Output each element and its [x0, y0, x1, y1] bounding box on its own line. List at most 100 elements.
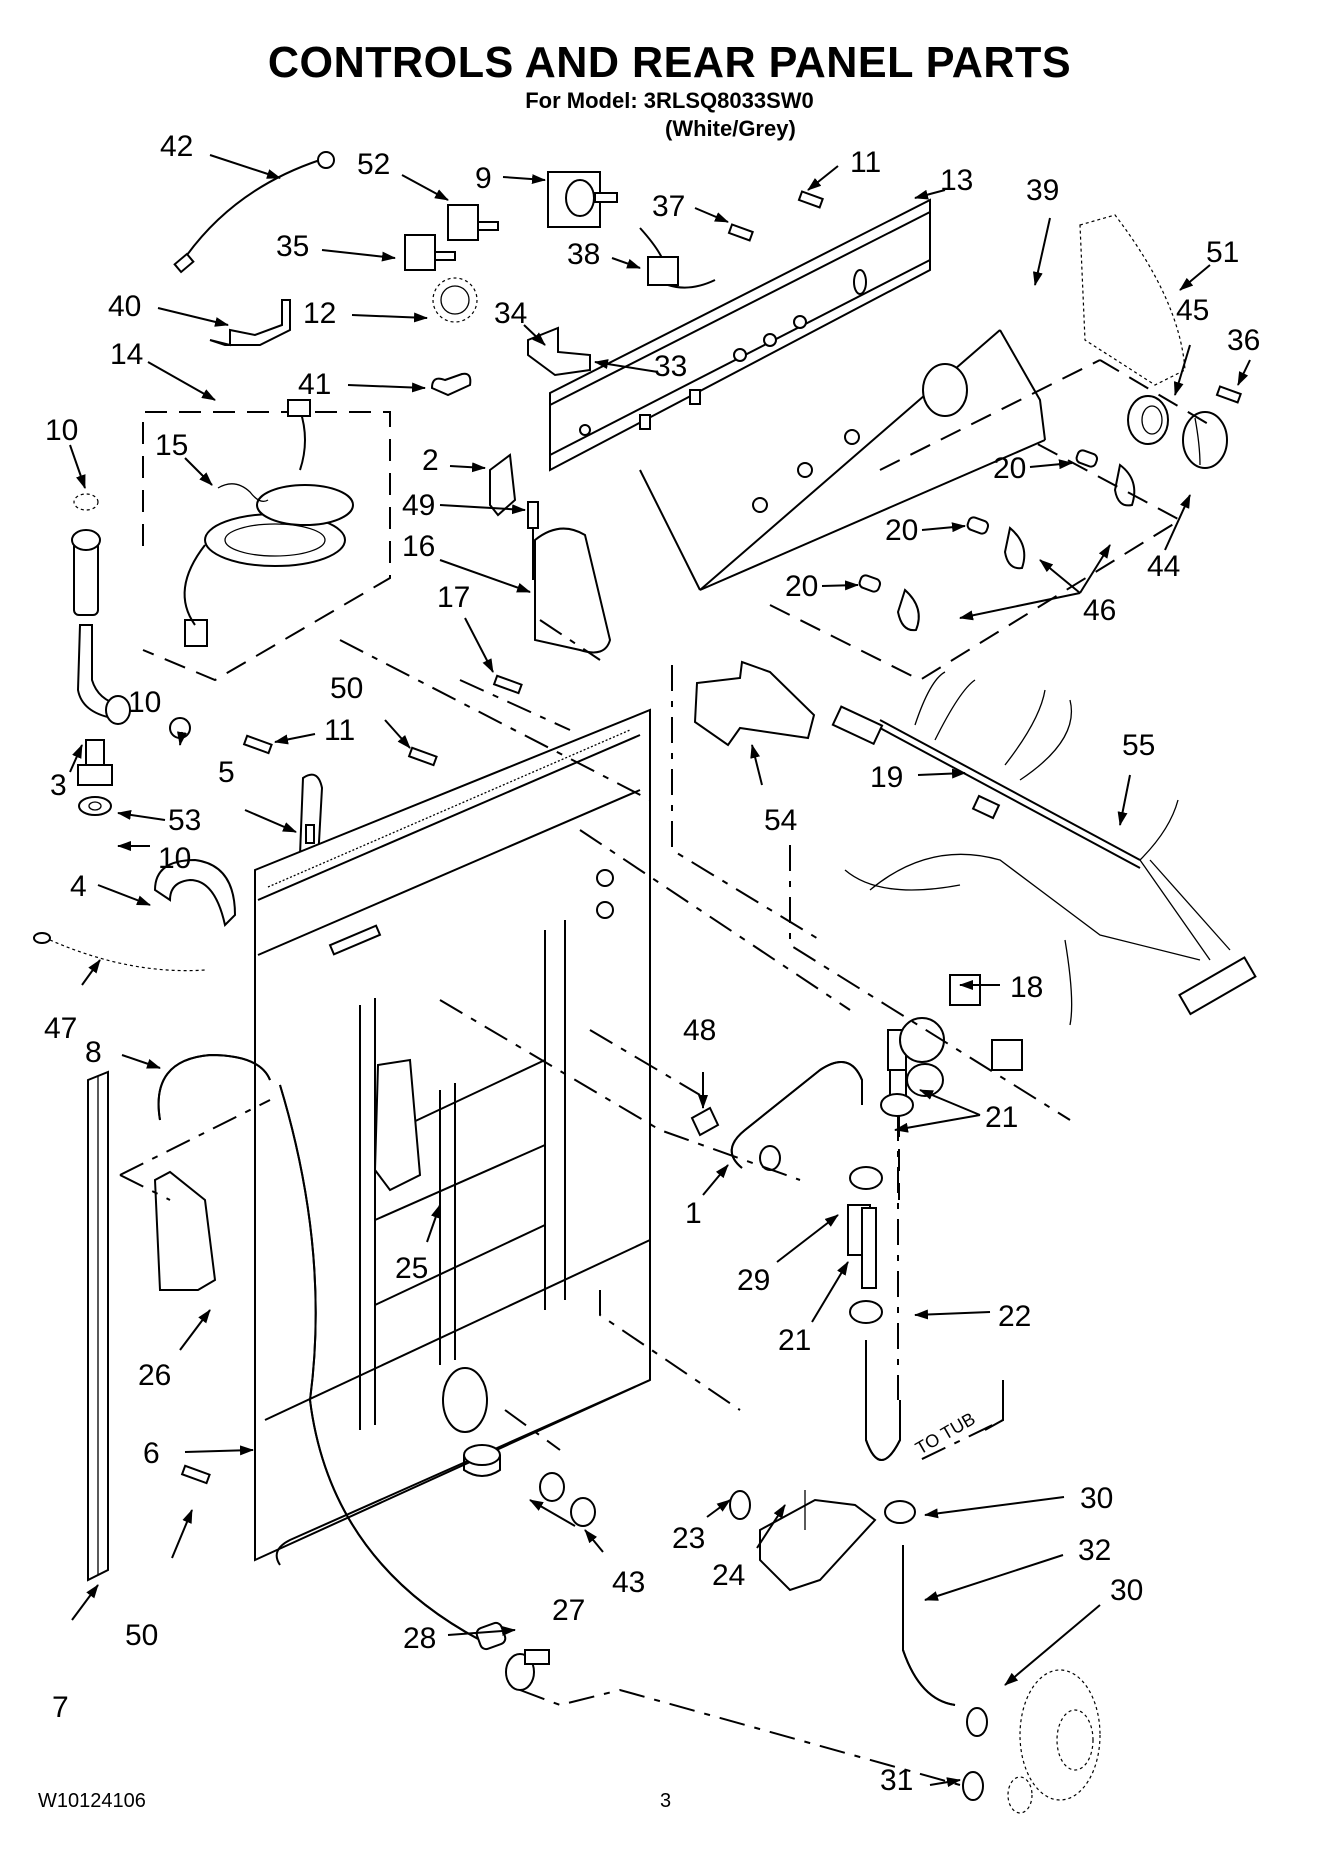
drain-hose-part — [157, 1053, 507, 1651]
callout-3: 3 — [50, 769, 67, 802]
clamp-21c-part — [849, 1300, 883, 1324]
model-line: For Model: 3RLSQ8033SW0 — [525, 88, 814, 113]
callout-11-mid: 11 — [324, 714, 355, 747]
callout-37: 37 — [652, 190, 685, 223]
callout-labels: 42 52 9 11 13 39 37 38 35 51 40 12 34 45… — [44, 130, 1260, 1797]
callout-54: 54 — [764, 804, 797, 837]
clamp-21b-part — [849, 1166, 883, 1190]
power-cord-part — [183, 399, 354, 647]
callout-11: 11 — [850, 146, 881, 179]
callout-35: 35 — [276, 230, 309, 263]
callout-20-mid: 20 — [885, 514, 918, 547]
bracket-34-part — [527, 326, 591, 377]
hose-guide-part — [153, 858, 237, 927]
callout-31: 31 — [880, 1764, 913, 1797]
callout-7: 7 — [52, 1691, 69, 1724]
bolt-53-part — [77, 739, 113, 786]
callout-1: 1 — [685, 1197, 702, 1230]
callout-55: 55 — [1122, 729, 1155, 762]
callout-53: 53 — [168, 804, 201, 837]
callout-30-bottom: 30 — [1110, 1574, 1143, 1607]
callout-5: 5 — [218, 756, 235, 789]
callout-49: 49 — [402, 489, 435, 522]
callout-6: 6 — [143, 1437, 160, 1470]
callout-45: 45 — [1176, 294, 1209, 327]
screw-17-part — [492, 674, 523, 695]
callout-43: 43 — [612, 1566, 645, 1599]
knob-screw-part — [1215, 385, 1242, 404]
clamp-23-part — [729, 1490, 751, 1520]
callout-47: 47 — [44, 1012, 77, 1045]
callout-10-low: 10 — [158, 842, 191, 875]
valve-29-part — [847, 1204, 877, 1289]
screw-50a-part — [407, 746, 438, 767]
callout-2: 2 — [422, 444, 439, 477]
clamp-30a-part — [884, 1500, 916, 1524]
hose-32-part — [902, 1545, 956, 1706]
callout-48: 48 — [683, 1014, 716, 1047]
callout-34: 34 — [494, 297, 527, 330]
ground-wire-part — [173, 151, 335, 274]
callout-50-bottom: 50 — [125, 1619, 158, 1652]
end-cap-part — [1079, 214, 1186, 386]
callout-50-top: 50 — [330, 672, 363, 705]
callout-27: 27 — [552, 1594, 585, 1627]
callout-26: 26 — [138, 1359, 171, 1392]
callout-32: 32 — [1078, 1534, 1111, 1567]
callout-44: 44 — [1147, 550, 1180, 583]
screw-11b-part — [242, 734, 273, 755]
callout-10-top: 10 — [45, 414, 78, 447]
callout-33: 33 — [654, 350, 687, 383]
callout-25: 25 — [395, 1252, 428, 1285]
callout-42: 42 — [160, 130, 193, 163]
callout-9: 9 — [475, 162, 492, 195]
leader-arrows — [69, 154, 1251, 1788]
console-panel-part — [549, 198, 931, 472]
callout-24: 24 — [712, 1559, 745, 1592]
callout-41: 41 — [298, 368, 331, 401]
page-number: 3 — [660, 1790, 672, 1812]
tub-outline — [1007, 1669, 1101, 1814]
selector-switch-52-part — [447, 204, 499, 241]
ground-strap-part — [33, 932, 206, 972]
callout-30-top: 30 — [1080, 1482, 1113, 1515]
callout-36: 36 — [1227, 324, 1260, 357]
clamp-31-part — [962, 1771, 984, 1801]
callout-46: 46 — [1083, 594, 1116, 627]
callout-4: 4 — [70, 870, 87, 903]
callout-19: 19 — [870, 761, 903, 794]
callout-13: 13 — [940, 164, 973, 197]
inlet-washer-10b-part — [169, 717, 191, 739]
wire-harness-part — [831, 671, 1257, 1071]
knob-20a-part — [1075, 449, 1136, 507]
knob-20b-part — [966, 516, 1026, 570]
plug-43-part — [539, 1472, 596, 1527]
callout-40: 40 — [108, 290, 141, 323]
to-tub-label: TO TUB — [912, 1408, 979, 1458]
hose-bracket-26-part — [153, 1170, 217, 1291]
inlet-washer-10a-part — [73, 493, 99, 511]
callout-8: 8 — [85, 1036, 102, 1069]
bracket-40-part — [209, 299, 291, 347]
side-trim-part — [87, 1070, 109, 1582]
callout-52: 52 — [357, 148, 390, 181]
shield-54-part — [693, 660, 816, 747]
page-title: CONTROLS AND REAR PANEL PARTS — [267, 38, 1072, 87]
screw-11-part — [797, 190, 824, 209]
knob-20c-part — [858, 574, 920, 632]
callout-22: 22 — [998, 1300, 1031, 1333]
bracket-25-part — [373, 1058, 422, 1192]
callout-20-top: 20 — [993, 452, 1026, 485]
washer-10c-part — [78, 796, 112, 816]
pressure-switch-part — [432, 277, 478, 323]
console-graphic-part — [639, 329, 1046, 591]
callout-21-bottom: 21 — [778, 1324, 811, 1357]
wire-clip-part — [430, 372, 472, 397]
timer-part — [547, 171, 618, 228]
screw-49-part — [527, 501, 539, 580]
cover-16-part — [534, 527, 612, 654]
clip-2-part — [489, 453, 517, 517]
inlet-hose-3-part — [71, 529, 131, 725]
lid-switch-harness-part — [639, 227, 716, 289]
